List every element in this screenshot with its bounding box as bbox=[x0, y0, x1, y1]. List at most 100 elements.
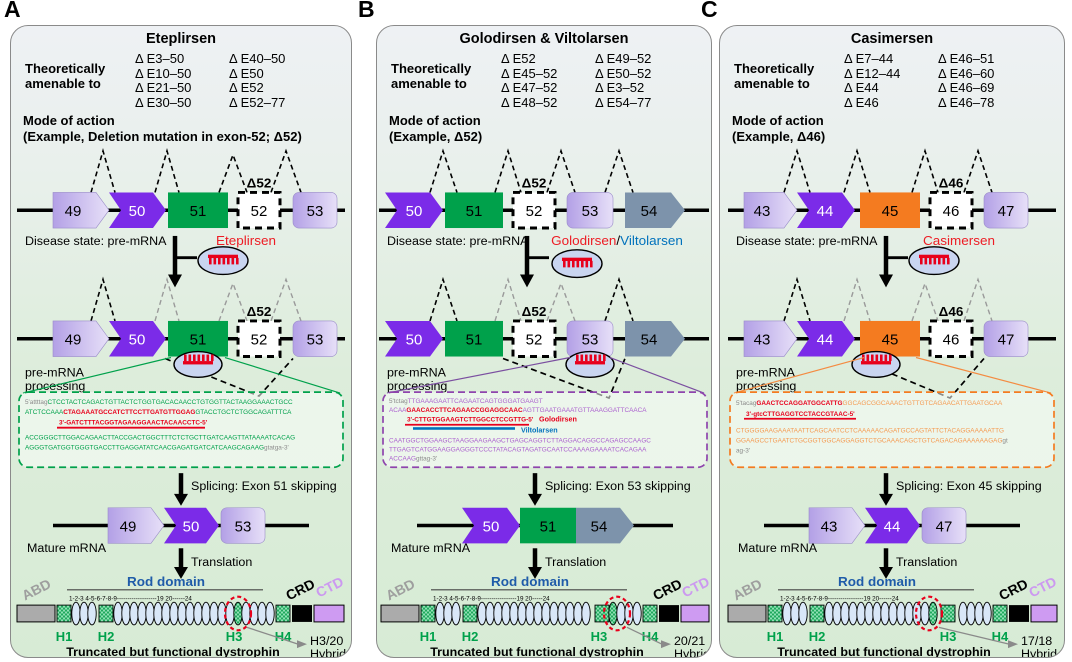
crd-label: CRD bbox=[996, 576, 1030, 604]
seq-intron: 5'tctag bbox=[389, 398, 408, 405]
exon-46-label: 46 bbox=[943, 333, 960, 349]
seq-intron: ag-3' bbox=[736, 447, 750, 454]
drug-separator: / bbox=[616, 233, 620, 248]
oligo-icon bbox=[551, 249, 603, 279]
amenable-item: Δ E3–50 bbox=[135, 51, 185, 66]
processing-label: pre-mRNA bbox=[25, 365, 85, 379]
seq-intron: 5'attttag bbox=[25, 399, 48, 406]
splicing-label: Splicing: Exon 45 skipping bbox=[896, 479, 1042, 493]
delta-label: Δ52 bbox=[247, 304, 272, 319]
panel-title: Eteplirsen bbox=[145, 31, 217, 47]
exon-53-label: 53 bbox=[235, 520, 252, 536]
spectrin-repeats bbox=[958, 601, 992, 626]
amenable-item: Δ E7–44 bbox=[844, 51, 894, 66]
seq-exon: CTCCTACTCAGACTGTTACTCTGGTGACACAACCTGTGGT… bbox=[48, 399, 293, 406]
exon-51 bbox=[168, 320, 228, 357]
exon-44 bbox=[797, 320, 855, 357]
sequence-box: 5'attttagCTCCTACTCAGACTGTTACTCTGGTGACACA… bbox=[18, 391, 344, 469]
hinge-h1 bbox=[420, 604, 436, 623]
mature-mrna-row: 50 51 54 bbox=[417, 507, 673, 544]
hinge-h2 bbox=[462, 604, 478, 623]
exon-54-label: 54 bbox=[641, 204, 658, 220]
hybrid-highlight-circle bbox=[914, 595, 944, 632]
panel-letter-b: B bbox=[358, 0, 375, 22]
disease-state-label: Disease state: pre-mRNA bbox=[387, 234, 529, 248]
amenable-label: Theoretically amenable to bbox=[391, 61, 472, 91]
exon-52-label: 52 bbox=[526, 333, 543, 349]
exon-47-label: 47 bbox=[936, 520, 953, 536]
exon-46-deleted bbox=[928, 319, 974, 359]
spectrin-repeats bbox=[824, 601, 938, 626]
exon-53-label: 53 bbox=[307, 333, 324, 349]
rod-domain-label: Rod domain bbox=[127, 574, 205, 589]
svg-text:5'tacagGAACTCCAGGATGGCATTGGGCA: 5'tacagGAACTCCAGGATGGCATTGGGCAGCGGCAAACT… bbox=[736, 400, 1003, 407]
amenable-item: Δ E48–52 bbox=[501, 94, 558, 110]
splicing-arrow bbox=[528, 473, 542, 506]
spectrin-repeats bbox=[113, 601, 275, 626]
seq-exon: ACCGGGCTTGGACAGAACTTACCGACTGGCTTTCTCTGCT… bbox=[25, 435, 295, 442]
viltolarsen-bar bbox=[413, 427, 515, 430]
seq-antisense: 3'-gtcCTTGAGGTCCTACCGTAAC-5' bbox=[746, 411, 855, 418]
repeat-numbers: 1-2-3 4-5-6-7-8-9-------------------19 2… bbox=[69, 596, 192, 603]
hybrid-highlight-circle bbox=[602, 595, 632, 632]
delta-label: Δ52 bbox=[522, 304, 547, 319]
exon-51-label: 51 bbox=[466, 333, 483, 349]
delta-label: Δ46 bbox=[939, 304, 964, 319]
hinge-h4 bbox=[642, 604, 658, 623]
translation-arrow bbox=[879, 548, 893, 579]
exon-47 bbox=[983, 192, 1029, 229]
amenable-item: Δ E21–50 bbox=[135, 80, 192, 95]
crd-label: CRD bbox=[650, 576, 684, 604]
exon-53 bbox=[220, 507, 266, 544]
translation-label: Translation bbox=[545, 555, 606, 569]
rod-domain-label: Rod domain bbox=[838, 574, 916, 589]
hinge-h3 bbox=[594, 604, 610, 623]
mode-of-action: Mode of action (Example, Δ46) bbox=[732, 113, 1064, 144]
h1-label: H1 bbox=[767, 629, 784, 644]
panel-title: Golodirsen & Viltolarsen bbox=[459, 31, 629, 47]
amenable-item: Δ E46–69 bbox=[938, 80, 995, 95]
delta-label: Δ52 bbox=[247, 176, 272, 191]
amenable-item: Δ E45–52 bbox=[501, 65, 558, 81]
exon-44-label: 44 bbox=[884, 520, 901, 536]
exon-53 bbox=[292, 320, 338, 357]
exon-52-deleted bbox=[236, 319, 282, 359]
seq-exon: ACCAAG bbox=[389, 455, 416, 462]
panel-letter-c: C bbox=[701, 0, 718, 22]
amenable-col2: Δ E46–51 Δ E46–60 Δ E46–69 Δ E46–78 bbox=[938, 51, 1032, 110]
spectrin-repeats bbox=[435, 601, 461, 626]
amenable-item: Δ E54–77 bbox=[595, 94, 652, 110]
sequence-box: 5'tctagTTGAAAGAATTCAGAATCAGTGGGATGAAGT A… bbox=[382, 391, 708, 469]
amenable-item: Δ E52–77 bbox=[229, 94, 286, 110]
mature-mrna-label: Mature mRNA bbox=[27, 541, 107, 555]
exon-50 bbox=[164, 507, 219, 544]
processing-label: pre-mRNA bbox=[736, 365, 796, 379]
svg-text:5'tctagTTGAAAGAATTCAGAATCAGTGG: 5'tctagTTGAAAGAATTCAGAATCAGTGGGATGAAGT bbox=[389, 398, 543, 405]
drug-viltolarsen: Viltolarsen bbox=[620, 233, 683, 248]
amenable-item: Δ E44 bbox=[844, 80, 879, 95]
crd-domain bbox=[292, 605, 312, 622]
abd-label: ABD bbox=[19, 576, 53, 604]
spectrin-repeats bbox=[608, 601, 642, 626]
processing-label: processing bbox=[736, 379, 796, 393]
splicing-arrow bbox=[879, 473, 893, 506]
ctd-domain bbox=[313, 604, 345, 623]
panel-casimersen: Casimersen Theoretically amenable to Δ E… bbox=[719, 25, 1065, 658]
svg-text:ACAAGAACACCTTCAGAACCGGAGGCAACA: ACAAGAACACCTTCAGAACCGGAGGCAACAGTTGAATGAA… bbox=[389, 407, 647, 414]
amenable-block: Theoretically amenable to Δ E52 Δ E45–52… bbox=[391, 51, 711, 110]
drug-arrow bbox=[879, 235, 908, 288]
amenable-col1: Δ E52 Δ E45–52 Δ E47–52 Δ E48–52 bbox=[501, 51, 595, 110]
seq-exon: ACAA bbox=[389, 407, 407, 414]
exon-51-label: 51 bbox=[540, 520, 557, 536]
exon-47 bbox=[921, 507, 967, 544]
translation-label: Translation bbox=[896, 555, 957, 569]
drug-name: Casimersen bbox=[923, 233, 995, 248]
exon-43 bbox=[808, 507, 866, 544]
dystrophin-protein: Rod domain 1-2-3 4-5-6-7-8-9------------… bbox=[727, 573, 1059, 657]
diagram-b: Δ52 50 51 52 53 54 Disease state: pre-mR… bbox=[379, 148, 711, 657]
exon-44 bbox=[865, 507, 920, 544]
hybrid-label: 17/18 bbox=[1021, 634, 1052, 648]
exon-50-label: 50 bbox=[183, 520, 200, 536]
exon-52-deleted bbox=[236, 190, 282, 230]
protein-caption: Truncated but functional dystrophin bbox=[66, 645, 280, 657]
